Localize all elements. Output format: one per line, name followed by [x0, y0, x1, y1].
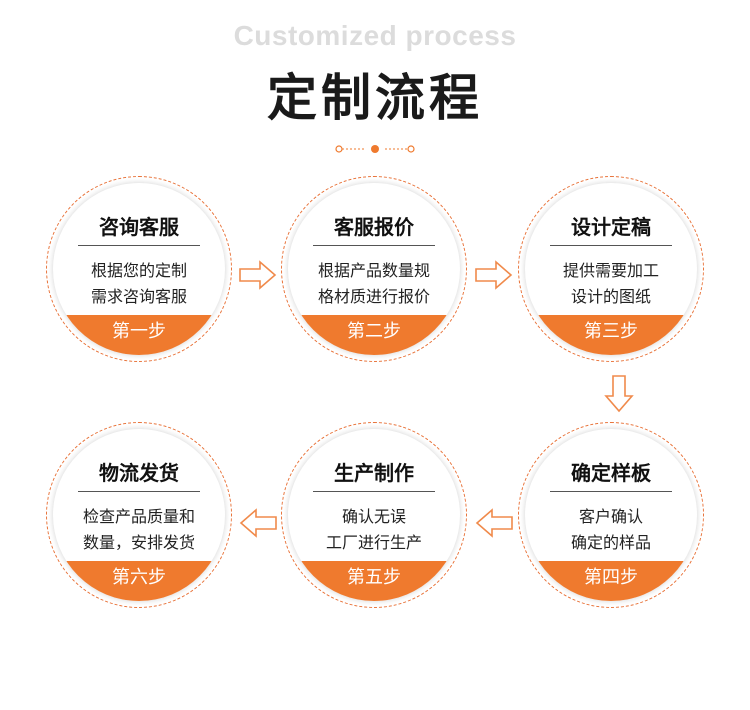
- desc-line-1: 提供需要加工: [562, 261, 659, 280]
- step-badge: 第五步: [288, 561, 460, 601]
- arrow-left-icon: [475, 508, 513, 538]
- step-badge: 第三步: [525, 315, 697, 355]
- step-6-shipping: 物流发货 检查产品质量和 数量，安排发货 第六步: [46, 422, 232, 608]
- step-title: 物流发货: [99, 461, 179, 485]
- desc-line-2: 需求咨询客服: [90, 287, 187, 306]
- divider: [78, 491, 200, 492]
- page-title: 定制流程: [267, 69, 483, 127]
- title-ornament-icon: [335, 145, 415, 153]
- step-3-design: 设计定稿 提供需要加工 设计的图纸 第三步: [518, 176, 704, 362]
- step-description: 确认无误 工厂进行生产: [298, 504, 450, 556]
- arrow-down-icon: [604, 375, 634, 413]
- step-description: 客户确认 确定的样品: [535, 504, 687, 556]
- arrow-right-icon: [239, 260, 277, 290]
- step-disc: 物流发货 检查产品质量和 数量，安排发货 第六步: [53, 429, 225, 601]
- step-4-sample: 确定样板 客户确认 确定的样品 第四步: [518, 422, 704, 608]
- dashed-ring: [518, 176, 704, 362]
- divider: [550, 245, 672, 246]
- desc-line-1: 客户确认: [578, 507, 643, 526]
- step-description: 根据您的定制 需求咨询客服: [63, 258, 215, 310]
- step-5-production: 生产制作 确认无误 工厂进行生产 第五步: [281, 422, 467, 608]
- divider: [78, 245, 200, 246]
- step-disc: 生产制作 确认无误 工厂进行生产 第五步: [288, 429, 460, 601]
- desc-line-1: 根据您的定制: [90, 261, 187, 280]
- step-disc: 确定样板 客户确认 确定的样品 第四步: [525, 429, 697, 601]
- step-title: 客服报价: [334, 215, 414, 239]
- desc-line-2: 工厂进行生产: [325, 533, 422, 552]
- desc-line-2: 格材质进行报价: [317, 287, 430, 306]
- dashed-ring: [518, 422, 704, 608]
- step-badge: 第六步: [53, 561, 225, 601]
- step-title: 生产制作: [334, 461, 414, 485]
- step-badge: 第一步: [53, 315, 225, 355]
- step-description: 根据产品数量规 格材质进行报价: [298, 258, 450, 310]
- divider: [313, 245, 435, 246]
- desc-line-1: 检查产品质量和: [82, 507, 195, 526]
- step-1-consult: 咨询客服 根据您的定制 需求咨询客服 第一步: [46, 176, 232, 362]
- divider: [550, 491, 672, 492]
- dashed-ring: [46, 422, 232, 608]
- step-title: 设计定稿: [571, 215, 651, 239]
- desc-line-1: 确认无误: [341, 507, 406, 526]
- step-description: 检查产品质量和 数量，安排发货: [63, 504, 215, 556]
- dashed-ring: [281, 176, 467, 362]
- step-title: 确定样板: [571, 461, 651, 485]
- step-disc: 咨询客服 根据您的定制 需求咨询客服 第一步: [53, 183, 225, 355]
- step-badge: 第二步: [288, 315, 460, 355]
- step-disc: 设计定稿 提供需要加工 设计的图纸 第三步: [525, 183, 697, 355]
- arrow-right-icon: [475, 260, 513, 290]
- desc-line-1: 根据产品数量规: [317, 261, 430, 280]
- subtitle-english: Customized process: [233, 20, 517, 51]
- step-description: 提供需要加工 设计的图纸: [535, 258, 687, 310]
- step-2-quote: 客服报价 根据产品数量规 格材质进行报价 第二步: [281, 176, 467, 362]
- step-title: 咨询客服: [99, 215, 179, 239]
- desc-line-2: 数量，安排发货: [82, 533, 195, 552]
- step-disc: 客服报价 根据产品数量规 格材质进行报价 第二步: [288, 183, 460, 355]
- arrow-left-icon: [239, 508, 277, 538]
- dashed-ring: [281, 422, 467, 608]
- desc-line-2: 设计的图纸: [570, 287, 651, 306]
- dashed-ring: [46, 176, 232, 362]
- desc-line-2: 确定的样品: [570, 533, 651, 552]
- divider: [313, 491, 435, 492]
- step-badge: 第四步: [525, 561, 697, 601]
